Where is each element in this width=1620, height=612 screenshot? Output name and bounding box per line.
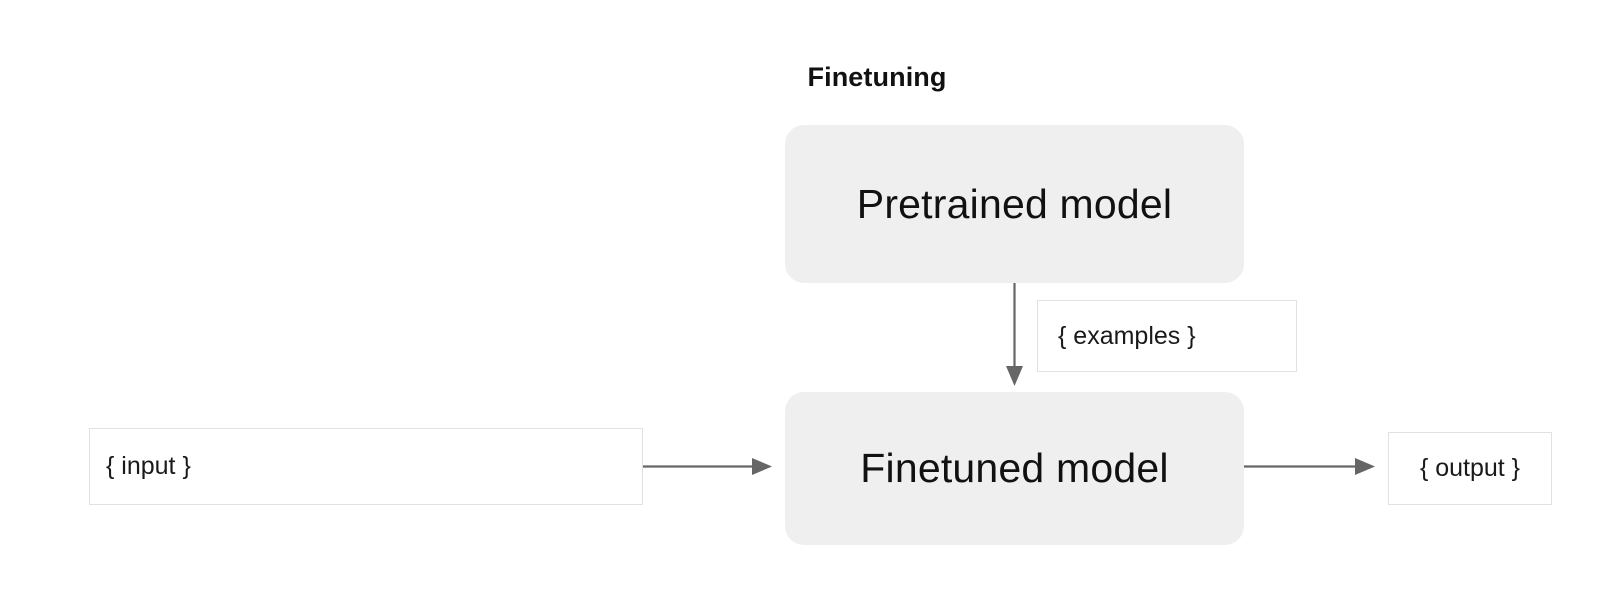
node-examples-label: { examples } [1058, 321, 1196, 350]
node-pretrained-model-label: Pretrained model [856, 180, 1173, 227]
node-output[interactable]: { output } [1388, 432, 1552, 505]
arrow-pretrained-to-finetuned [1006, 283, 1023, 386]
node-finetuned-model-label: Finetuned model [860, 445, 1169, 491]
node-pretrained-model[interactable]: Pretrained model [785, 125, 1244, 283]
page-title: Finetuning [807, 62, 947, 92]
node-input[interactable]: { input } [89, 428, 643, 505]
node-examples[interactable]: { examples } [1037, 300, 1297, 372]
arrow-input-to-finetuned [643, 458, 772, 475]
node-input-label: { input } [106, 452, 191, 480]
node-output-label: { output } [1419, 454, 1521, 482]
arrow-finetuned-to-output [1244, 458, 1375, 475]
node-finetuned-model[interactable]: Finetuned model [785, 392, 1244, 545]
